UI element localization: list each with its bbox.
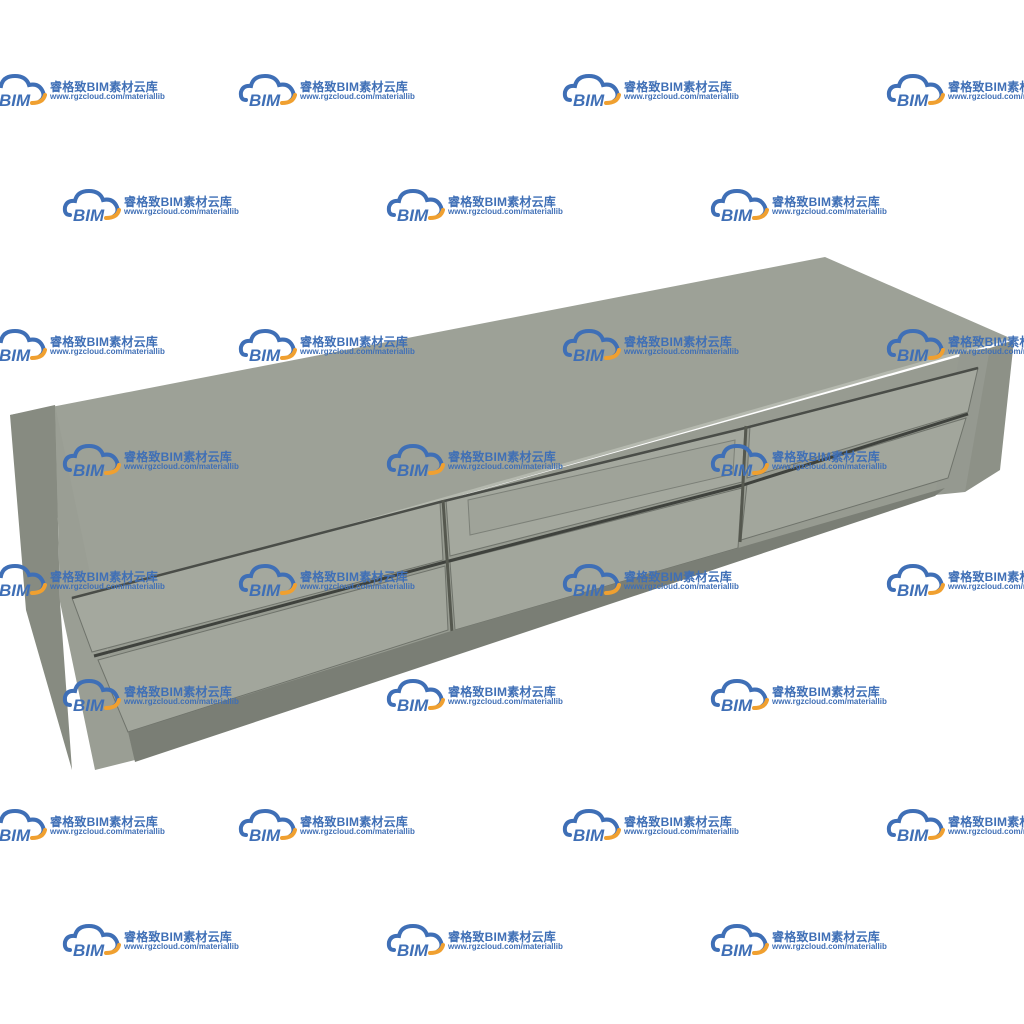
drawer-right-bottom <box>740 417 967 541</box>
drawer-gap-middle <box>93 412 969 658</box>
drawer-gap-vertical-1 <box>441 499 454 633</box>
cabinet-top <box>10 257 1010 598</box>
cabinet-bottom-shadow <box>128 488 945 762</box>
drawer-middle-inset-panel <box>467 439 736 536</box>
drawer-gap-upper <box>71 366 979 600</box>
